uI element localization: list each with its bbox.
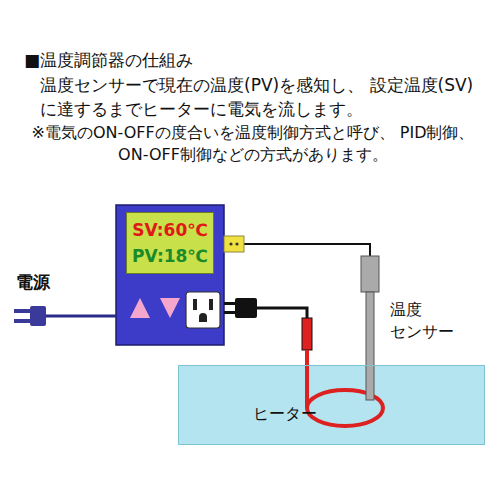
outlet: [186, 292, 220, 328]
outlet-slot: [209, 299, 213, 310]
sensor-rod: [366, 292, 374, 400]
heater-plug: [235, 298, 257, 318]
power-label: 電源: [16, 271, 76, 295]
water-tank: ヒーター: [178, 365, 485, 445]
outlet-slot: [193, 299, 197, 310]
sensor-wire: [244, 244, 370, 256]
connector-pin: [235, 242, 238, 245]
sensor-label: 温度 センサー: [390, 299, 482, 344]
outlet-ground: [199, 313, 207, 322]
up-button: [130, 298, 150, 318]
display-panel: SV:60℃ PV:18℃: [126, 212, 214, 274]
sensor-head: [361, 256, 379, 292]
description: 温度センサーで現在の温度(PV)を感知し、 設定温度(SV)に達するまでヒーター…: [40, 74, 480, 122]
plug-prong: [224, 311, 235, 314]
heater-sleeve: [302, 318, 312, 350]
heater-cord: [257, 308, 307, 320]
plug-prong: [224, 302, 235, 305]
heading: ■温度調節器の仕組み: [24, 49, 193, 72]
power-cord: [45, 315, 116, 318]
node-label: ヒーター: [253, 404, 317, 425]
plug-prong: [14, 319, 31, 323]
power-plug: [30, 306, 46, 326]
heater-lead: [305, 350, 309, 408]
sensor-connector: [224, 236, 244, 252]
water-tank: [178, 365, 485, 445]
connector-pin: [229, 242, 232, 245]
down-button: [160, 298, 180, 318]
controller-body: [116, 205, 224, 345]
note: ※電気のON-OFFの度合いを温度制御方式と呼び、 PID制御、ON-OFF制御…: [28, 122, 478, 167]
present-value: PV:18℃: [132, 246, 208, 266]
set-value: SV:60℃: [132, 220, 208, 240]
plug-prong: [14, 309, 31, 313]
